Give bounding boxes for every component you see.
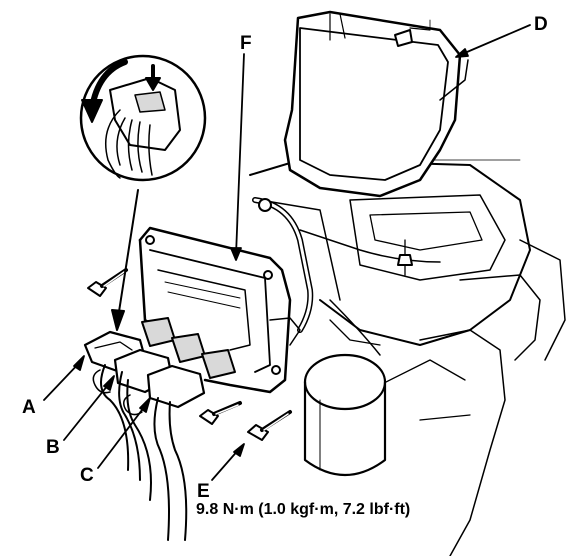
- detail-inset: [79, 54, 207, 182]
- inset-leader: [117, 189, 139, 319]
- harness-connectors: [83, 330, 206, 541]
- bolt-icon: [87, 268, 128, 297]
- ecm-cover: [283, 10, 469, 198]
- bolt-icon: [199, 401, 242, 425]
- callout-label-a: A: [22, 397, 36, 418]
- callout-label-f: F: [240, 33, 252, 54]
- canister: [303, 353, 387, 477]
- wire-harness: [252, 197, 314, 333]
- callout-label-b: B: [46, 437, 60, 458]
- torque-spec: 9.8 N·m (1.0 kgf·m, 7.2 lbf·ft): [196, 501, 411, 518]
- inset-leader-arrow: [111, 309, 125, 331]
- callout-label-e: E: [197, 481, 210, 502]
- bolt-icon: [247, 410, 292, 441]
- callout-label-d: D: [534, 14, 548, 35]
- press-arrow-icon: [145, 64, 161, 91]
- rotate-arrow-icon: [81, 59, 128, 123]
- callout-leaders: [43, 24, 531, 481]
- ecm-unit: [138, 226, 301, 394]
- ecm-sockets: [141, 317, 236, 379]
- callout-label-c: C: [80, 465, 94, 486]
